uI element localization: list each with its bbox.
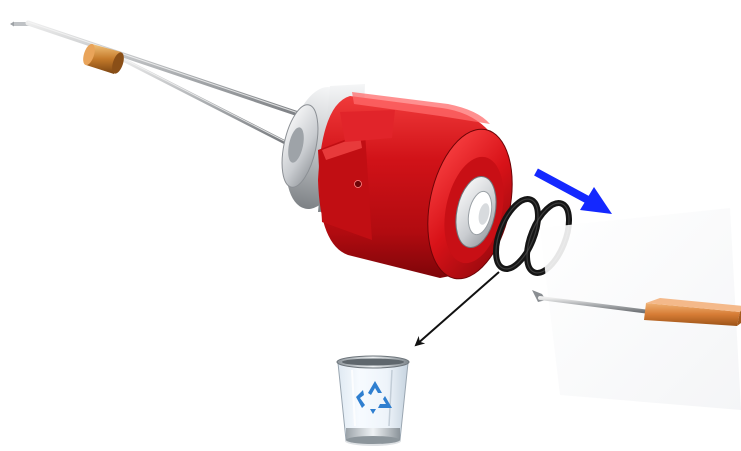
discard-arrow (414, 271, 500, 347)
pick-tool (532, 290, 741, 326)
removal-direction-arrow (534, 168, 612, 214)
recycle-bin-icon (336, 355, 410, 446)
brass-ferrule (83, 43, 124, 74)
red-cylinder-housing (318, 92, 513, 280)
recycle-symbol-icon (356, 381, 392, 414)
probe-needle (10, 20, 343, 152)
